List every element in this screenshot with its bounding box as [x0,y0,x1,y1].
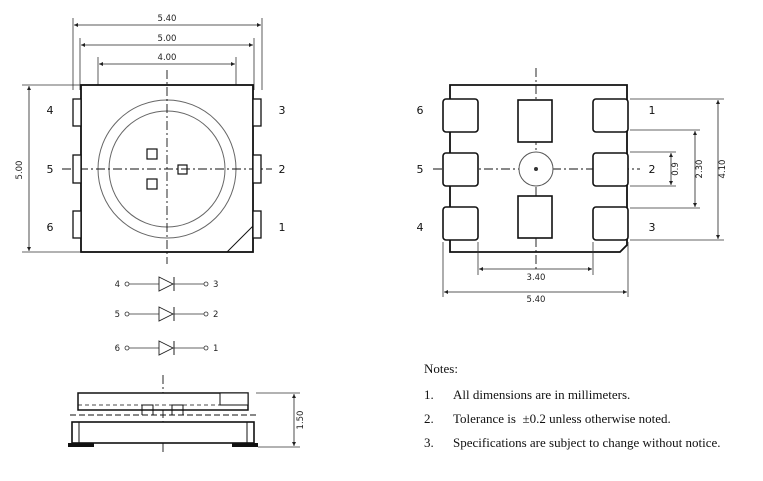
side-lead-left [68,443,94,447]
dim-label-height-5-00: 5.00 [15,161,25,180]
pin-label-1: 1 [649,104,656,117]
schematic-cathode-label: 3 [213,280,218,290]
dim-label-5-00: 5.00 [158,34,177,44]
pin-label-2: 2 [279,163,286,176]
chip-1 [146,148,158,160]
pad-1 [592,98,629,133]
pin-label-4: 4 [417,221,424,234]
lead-1 [252,210,262,239]
diode-symbol [158,276,175,292]
note-number: 1. [424,387,434,402]
diode-row-1: 4 3 [115,276,218,292]
bottom-view: 6 5 4 1 2 3 0.9 2.30 4.10 3.40 5.40 [417,68,728,305]
dim-label-4-10: 4.10 [718,160,728,179]
dim-label-5-40: 5.40 [158,14,177,24]
dim-label-0-9: 0.9 [671,162,681,176]
diode-row-2: 5 2 [115,306,218,322]
lead-6 [72,210,82,239]
center-pad-bottom [517,195,553,239]
side-view: 1.50 [68,375,306,455]
pin-label-2: 2 [649,163,656,176]
diode-symbol [158,340,175,356]
dim-label-2-30: 2.30 [695,160,705,179]
note-text: Tolerance is ±0.2 unless otherwise noted… [453,411,671,426]
schematic-cathode-label: 2 [213,310,218,320]
pin-label-3: 3 [649,221,656,234]
chip-3 [177,164,188,175]
note-number: 3. [424,435,434,450]
pad-3 [592,206,629,241]
chip-2 [146,178,158,190]
diode-schematic: 4 3 5 2 6 1 [115,276,218,356]
lead-4 [72,98,82,127]
note-item: 1. All dimensions are in millimeters. [424,383,721,407]
pin-label-1: 1 [279,221,286,234]
note-item: 2. Tolerance is ±0.2 unless otherwise not… [424,407,721,431]
lead-2 [252,154,262,184]
schematic-anode-label: 6 [115,344,120,354]
pin-label-6: 6 [47,221,54,234]
lead-3 [252,98,262,127]
note-text: Specifications are subject to change wit… [453,435,721,450]
pin-label-5: 5 [47,163,54,176]
pad-5 [442,152,479,187]
center-pad-top [517,99,553,143]
pin-label-3: 3 [279,104,286,117]
side-lead-right [232,443,258,447]
diode-row-3: 6 1 [115,340,218,356]
note-text: All dimensions are in millimeters. [453,387,631,402]
dim-label-height-1-50: 1.50 [296,411,306,430]
side-body-base [71,421,255,444]
pad-2 [592,152,629,187]
front-view: 5.40 5.00 4.00 5.00 [15,14,286,264]
pad-6 [442,98,479,133]
dim-label-bottom-5-40: 5.40 [527,295,546,305]
schematic-anode-label: 4 [115,280,120,290]
pin-label-6: 6 [417,104,424,117]
pin-label-5: 5 [417,163,424,176]
dim-label-3-40: 3.40 [527,273,546,283]
schematic-anode-label: 5 [115,310,120,320]
notes-title: Notes: [424,361,458,376]
notes-section: Notes: 1. All dimensions are in millimete… [424,358,721,455]
pad-4 [442,206,479,241]
note-number: 2. [424,411,434,426]
lead-5 [72,154,82,184]
pin-label-4: 4 [47,104,54,117]
note-item: 3. Specifications are subject to change w… [424,431,721,455]
dim-label-4-00: 4.00 [158,53,177,63]
schematic-cathode-label: 1 [213,344,218,354]
diode-symbol [158,306,175,322]
